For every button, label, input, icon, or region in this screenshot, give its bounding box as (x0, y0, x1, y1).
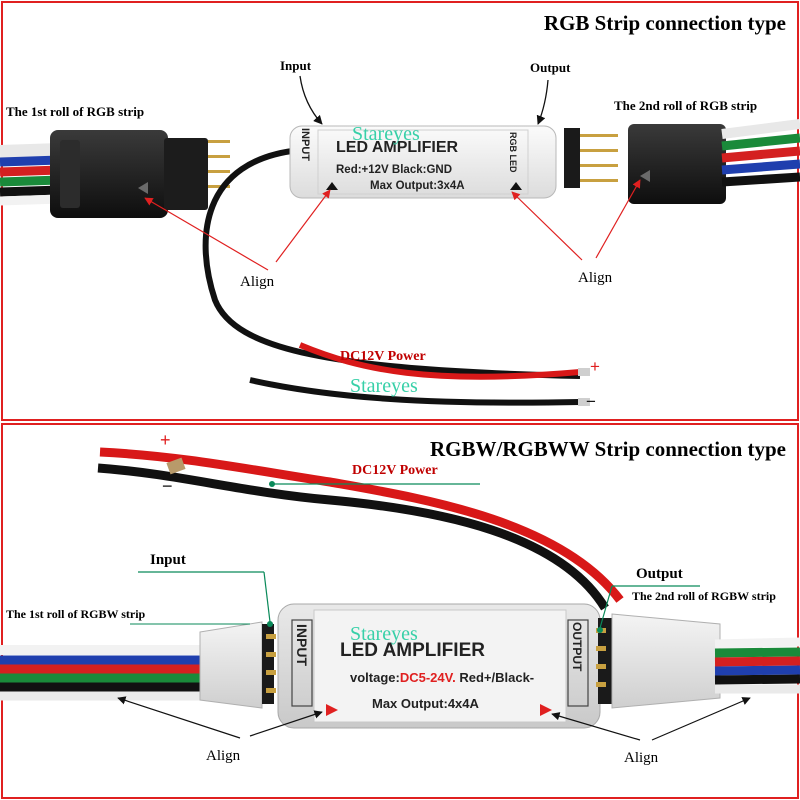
top-output-arrow (536, 79, 549, 125)
bottom-amp-in-triangle-icon (326, 704, 338, 716)
top-amp-title: LED AMPLIFIER (336, 139, 459, 156)
bottom-amp-line1: voltage:DC5-24V. Red+/Black- (350, 670, 534, 685)
top-align-left-arrow-1 (144, 197, 269, 271)
bottom-strip1-label: The 1st roll of RGBW strip (6, 607, 146, 621)
bottom-watermark: Stareyes (350, 623, 418, 645)
top-align-left-label: Align (240, 274, 275, 290)
top-minus-sign: − (586, 392, 596, 411)
bottom-align-right-arrow-1 (551, 712, 641, 741)
bottom-input-leader-2 (263, 571, 271, 623)
bottom-amplifier: LED AMPLIFIER voltage:DC5-24V. Red+/Blac… (277, 603, 601, 729)
plug-arrow-icon (138, 182, 148, 194)
bottom-output-leader-2 (599, 585, 613, 629)
top-watermark-2: Stareyes (350, 375, 418, 397)
bottom-amp-out-triangle-icon (540, 704, 552, 716)
top-amp-line2: Max Output:3x4A (370, 180, 465, 192)
top-plus-sign: + (590, 357, 600, 376)
bottom-input-dot (267, 621, 273, 627)
top-align-right-label: Align (578, 270, 613, 286)
plug-arrow-icon (640, 170, 650, 182)
bottom-strip2-sleeve (596, 613, 721, 709)
top-input-arrow (299, 75, 323, 125)
top-align-right-arrow-1 (511, 191, 583, 261)
top-amp-in-triangle-icon (326, 182, 338, 190)
bottom-strip2-label: The 2nd roll of RGBW strip (632, 589, 776, 603)
top-frame (1, 1, 799, 421)
bottom-power-leader-dot (269, 481, 275, 487)
bottom-plus-sign: + (160, 430, 171, 450)
top-output-label: Output (530, 60, 571, 75)
top-strip2-pins (564, 128, 618, 188)
top-amplifier: LED AMPLIFIER Red:+12V Black:GND Max Out… (289, 125, 557, 199)
top-align-right-arrow-2 (595, 179, 641, 259)
bottom-align-right-label: Align (624, 750, 659, 766)
bottom-strip1-sleeve (199, 621, 276, 709)
bottom-output-dot (597, 627, 603, 633)
bottom-amp-title: LED AMPLIFIER (340, 640, 485, 661)
top-title: RGB Strip connection type (544, 11, 786, 35)
top-strip1-plug (50, 130, 208, 218)
bottom-strip2-wires (714, 637, 800, 694)
top-strip2-wires (721, 119, 800, 187)
bottom-strip1-wires (0, 645, 220, 701)
bottom-power-label: DC12V Power (352, 463, 438, 478)
bottom-align-left-label: Align (206, 748, 241, 764)
bottom-amp-output-tag: OUTPUT (570, 622, 584, 672)
bottom-amp-input-tag: INPUT (294, 624, 310, 666)
top-amp-input-tag: INPUT (299, 128, 311, 161)
bottom-amp-line2: Max Output:4x4A (372, 696, 480, 711)
top-amp-out-triangle-icon (510, 182, 522, 190)
top-amp-output-tag: RGB LED (508, 132, 518, 173)
bottom-frame (1, 423, 799, 799)
bottom-input-label: Input (150, 552, 186, 568)
top-strip2-plug (628, 124, 726, 204)
bottom-align-right-arrow-2 (651, 697, 751, 741)
bottom-output-label: Output (636, 566, 683, 582)
top-amp-line1: Red:+12V Black:GND (336, 164, 452, 176)
top-strip2-label: The 2nd roll of RGB strip (614, 98, 757, 113)
top-watermark-1: Stareyes (352, 123, 420, 145)
top-power-label: DC12V Power (340, 349, 426, 364)
top-align-left-arrow-2 (275, 189, 331, 263)
bottom-minus-sign: − (162, 476, 173, 496)
bottom-title: RGBW/RGBWW Strip connection type (430, 437, 786, 461)
top-strip1-label: The 1st roll of RGB strip (6, 104, 144, 119)
bottom-power-wires (97, 447, 624, 611)
bottom-align-left-arrow-1 (117, 696, 241, 739)
top-power-wires (202, 147, 590, 406)
bottom-align-left-arrow-2 (249, 710, 323, 737)
top-strip1-pins (208, 140, 230, 188)
top-input-label: Input (280, 58, 312, 73)
